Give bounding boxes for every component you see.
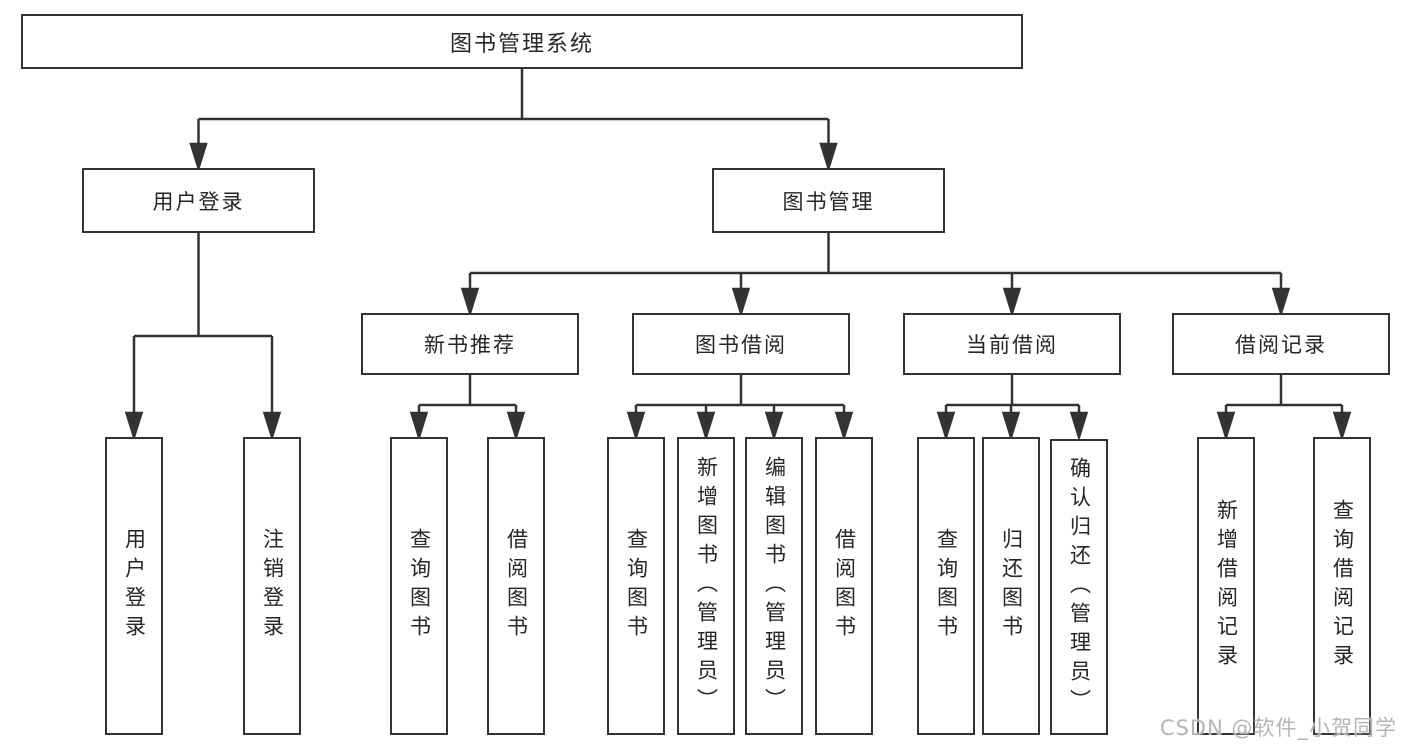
leaf-query-book-recommend: 查询图书 [390, 437, 448, 735]
node-section-borrow-records: 借阅记录 [1172, 313, 1390, 375]
node-label: 查询图书 [407, 528, 432, 644]
node-label: 归还图书 [999, 528, 1024, 644]
node-section-new-book-rec: 新书推荐 [361, 313, 579, 375]
leaf-edit-book-admin: 编辑图书（管理员） [745, 437, 803, 735]
connector-user-login-to-leaves [124, 233, 282, 442]
node-book-mgmt-branch: 图书管理 [712, 168, 945, 233]
node-label: 借阅图书 [504, 528, 529, 644]
node-label: 新增图书（管理员） [694, 455, 719, 717]
node-label: 查询图书 [934, 528, 959, 644]
node-label: 图书管理 [782, 189, 875, 214]
node-label: 查询借阅记录 [1330, 499, 1355, 673]
arrowhead [1332, 411, 1352, 442]
arrowhead [460, 287, 480, 318]
arrowhead [936, 411, 956, 442]
leaf-borrow-book: 借阅图书 [815, 437, 873, 735]
node-label: 编辑图书（管理员） [762, 455, 787, 717]
arrowhead [262, 411, 282, 442]
arrowhead [696, 411, 716, 442]
leaf-query-borrow-record: 查询借阅记录 [1313, 437, 1371, 735]
node-label: 新书推荐 [424, 333, 516, 357]
node-label: 确认归还（管理员） [1067, 456, 1092, 718]
node-label: 用户登录 [122, 528, 147, 644]
node-section-current-borrow: 当前借阅 [903, 313, 1121, 375]
node-label: 注销登录 [260, 528, 285, 644]
arrowhead [834, 411, 854, 442]
arrowhead [1069, 411, 1089, 442]
connector-new-book-rec-to-leaves [409, 375, 526, 442]
node-user-login-branch: 用户登录 [82, 168, 315, 233]
arrowhead [506, 411, 526, 442]
leaf-user-login: 用户登录 [105, 437, 163, 735]
arrowhead [731, 287, 751, 318]
leaf-return-book: 归还图书 [982, 437, 1040, 735]
connector-book-mgmt-to-sections [460, 233, 1291, 318]
node-label: 借阅图书 [832, 528, 857, 644]
leaf-logout: 注销登录 [243, 437, 301, 735]
node-label: 图书管理系统 [449, 31, 594, 57]
node-root-system: 图书管理系统 [21, 14, 1023, 69]
leaf-query-book-borrow: 查询图书 [607, 437, 665, 735]
arrowhead [764, 411, 784, 442]
node-label: 当前借阅 [966, 333, 1058, 357]
node-label: 用户登录 [152, 189, 245, 214]
connector-borrow-records-to-leaves [1216, 375, 1352, 442]
csdn-watermark: CSDN @软件_小贺同学 [1159, 716, 1397, 740]
node-label: 查询图书 [624, 528, 649, 644]
arrowhead [819, 142, 838, 173]
node-label: 借阅记录 [1235, 333, 1327, 357]
leaf-borrow-book-recommend: 借阅图书 [487, 437, 545, 735]
arrowhead [1271, 287, 1291, 318]
node-label: 新增借阅记录 [1214, 499, 1239, 673]
connector-book-borrow-to-leaves [626, 375, 854, 442]
leaf-confirm-return-admin: 确认归还（管理员） [1050, 439, 1108, 735]
arrowhead [1002, 287, 1022, 318]
node-label: 图书借阅 [695, 333, 787, 357]
leaf-add-book-admin: 新增图书（管理员） [677, 437, 735, 735]
arrowhead [409, 411, 429, 442]
arrowhead [124, 411, 144, 442]
node-section-book-borrow: 图书借阅 [632, 313, 850, 375]
arrowhead [189, 142, 208, 173]
leaf-add-borrow-record: 新增借阅记录 [1197, 437, 1255, 735]
leaf-query-book-current: 查询图书 [917, 437, 975, 735]
arrowhead [626, 411, 646, 442]
connector-current-borrow-to-leaves [936, 375, 1089, 442]
connector-root-to-branches [189, 69, 838, 173]
arrowhead [1001, 411, 1021, 442]
arrowhead [1216, 411, 1236, 442]
